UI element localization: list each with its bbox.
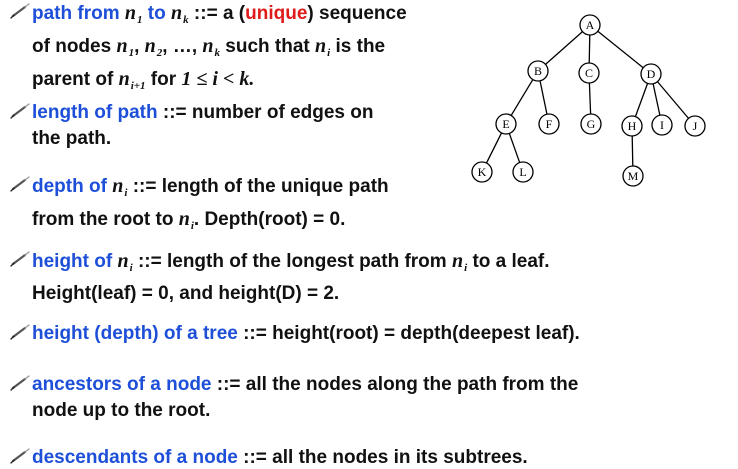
term-path: path from — [32, 3, 120, 24]
tree-node-h: H — [621, 115, 643, 137]
term-length: length of path — [32, 102, 158, 123]
tree-edge-e-k — [485, 132, 503, 164]
tree-edge-d-h — [634, 83, 649, 117]
term-depth: depth of — [32, 176, 107, 197]
svg-text:B: B — [534, 64, 542, 78]
tree-node-a: A — [579, 14, 601, 36]
tree-edge-a-c — [588, 34, 591, 64]
tree-node-m: M — [622, 165, 644, 187]
tree-edge-a-d — [597, 30, 644, 69]
svg-text:M: M — [628, 169, 639, 183]
pen-bullet-icon — [10, 251, 32, 267]
tree-edge-b-f — [539, 80, 548, 115]
emphasis-unique: unique — [245, 3, 308, 24]
term-height: height of — [32, 251, 113, 272]
tree-edge-a-b — [545, 31, 583, 65]
pen-bullet-icon — [10, 3, 32, 19]
term-descendants: descendants of a node — [32, 447, 238, 468]
pen-bullet-icon — [10, 103, 32, 119]
tree-node-f: F — [538, 113, 560, 135]
svg-text:L: L — [519, 165, 526, 179]
svg-text:F: F — [546, 117, 553, 131]
svg-text:K: K — [478, 165, 487, 179]
tree-diagram: A B C D E F G H I J K L M — [471, 14, 706, 187]
term-ancestors: ancestors of a node — [32, 374, 212, 395]
tree-edge-e-l — [508, 133, 521, 163]
svg-text:C: C — [585, 66, 593, 80]
tree-node-l: L — [512, 161, 534, 183]
tree-edge-c-g — [588, 82, 592, 115]
tree-node-d: D — [640, 63, 662, 85]
tree-node-g: G — [580, 113, 602, 135]
tree-edge-h-m — [631, 135, 634, 167]
pen-bullet-icon — [10, 176, 32, 192]
pen-bullet-icon — [10, 324, 32, 340]
svg-text:A: A — [586, 18, 595, 32]
svg-text:E: E — [502, 117, 509, 131]
tree-edge-d-i — [652, 83, 661, 116]
tree-edge-b-e — [510, 79, 534, 116]
term-tree-height: height (depth) of a tree — [32, 323, 238, 344]
tree-node-b: B — [527, 60, 549, 82]
tree-node-j: J — [684, 115, 706, 137]
svg-text:G: G — [587, 117, 596, 131]
tree-edge-d-j — [656, 81, 690, 119]
pen-bullet-icon — [10, 375, 32, 391]
svg-text:H: H — [628, 119, 637, 133]
svg-text:J: J — [693, 119, 698, 133]
svg-text:D: D — [647, 67, 656, 81]
tree-node-e: E — [495, 113, 517, 135]
tree-node-c: C — [578, 62, 600, 84]
pen-bullet-icon — [10, 448, 32, 464]
tree-node-i: I — [651, 114, 673, 136]
tree-node-k: K — [471, 161, 493, 183]
svg-text:I: I — [660, 118, 664, 132]
